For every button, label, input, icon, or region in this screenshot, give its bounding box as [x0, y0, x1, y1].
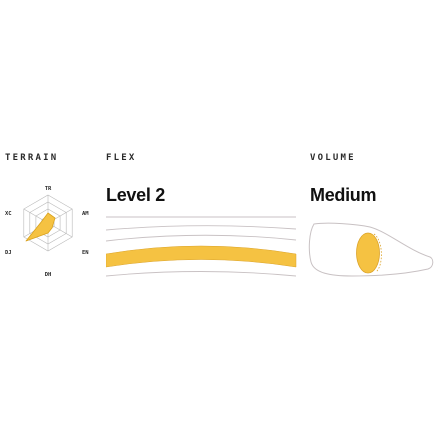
flex-level-graphic: [106, 216, 297, 277]
terrain-label: TERRAIN: [5, 153, 59, 163]
volume-label: VOLUME: [310, 153, 356, 163]
flex-reference-lines: [106, 216, 297, 277]
axis-label-tr: TR: [45, 186, 52, 192]
volume-indicator-dashed-edge: [373, 233, 382, 273]
axis-label-am: AM: [82, 211, 89, 217]
flex-label: FLEX: [106, 153, 137, 163]
terrain-profile-area: [25, 212, 56, 242]
axis-label-en: EN: [82, 250, 89, 256]
axis-label-xc: XC: [5, 211, 12, 217]
axis-label-dj: DJ: [5, 250, 12, 256]
terrain-radar-chart: TR AM EN DH DJ XC: [5, 186, 89, 278]
flex-level-band: [106, 245, 297, 268]
axis-label-dh: DH: [45, 272, 52, 278]
flex-value: Level 2: [106, 185, 165, 205]
volume-indicator: [356, 232, 380, 274]
volume-value: Medium: [310, 185, 377, 205]
shoe-volume-graphic: [308, 222, 434, 277]
